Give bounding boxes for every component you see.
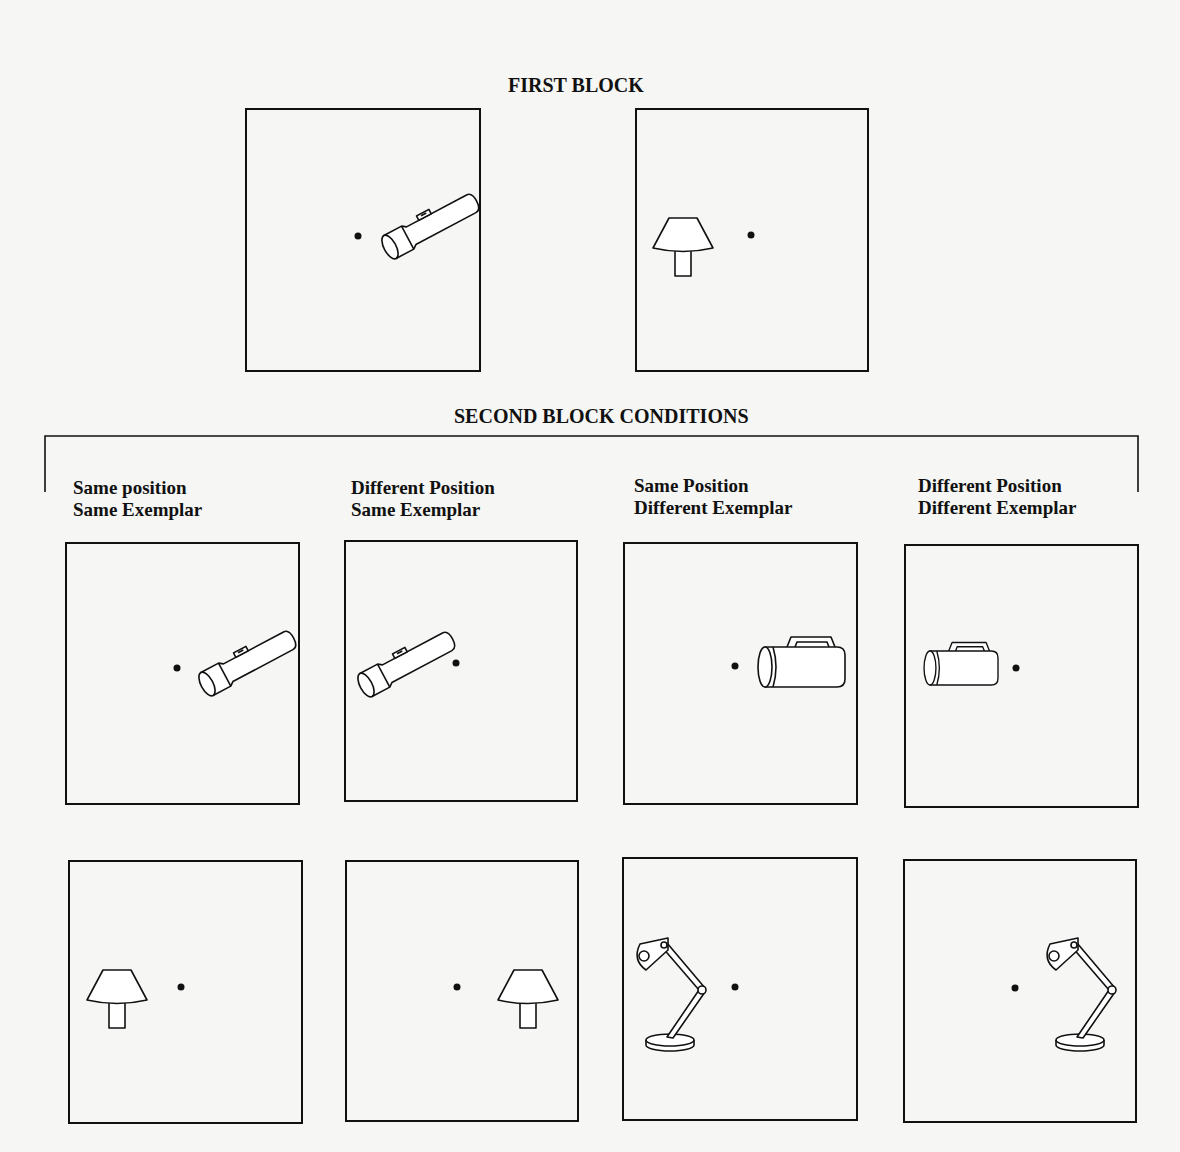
section-heading: SECOND BLOCK CONDITIONS xyxy=(454,405,749,427)
block-heading: FIRST BLOCK xyxy=(508,74,644,96)
condition-label: Different Position Same Exemplar xyxy=(351,477,496,521)
condition-label: Different Position Different Exemplar xyxy=(918,475,1078,519)
condition-label: Same position Same Exemplar xyxy=(73,477,204,521)
condition-label: Same Position Different Exemplar xyxy=(634,475,794,519)
